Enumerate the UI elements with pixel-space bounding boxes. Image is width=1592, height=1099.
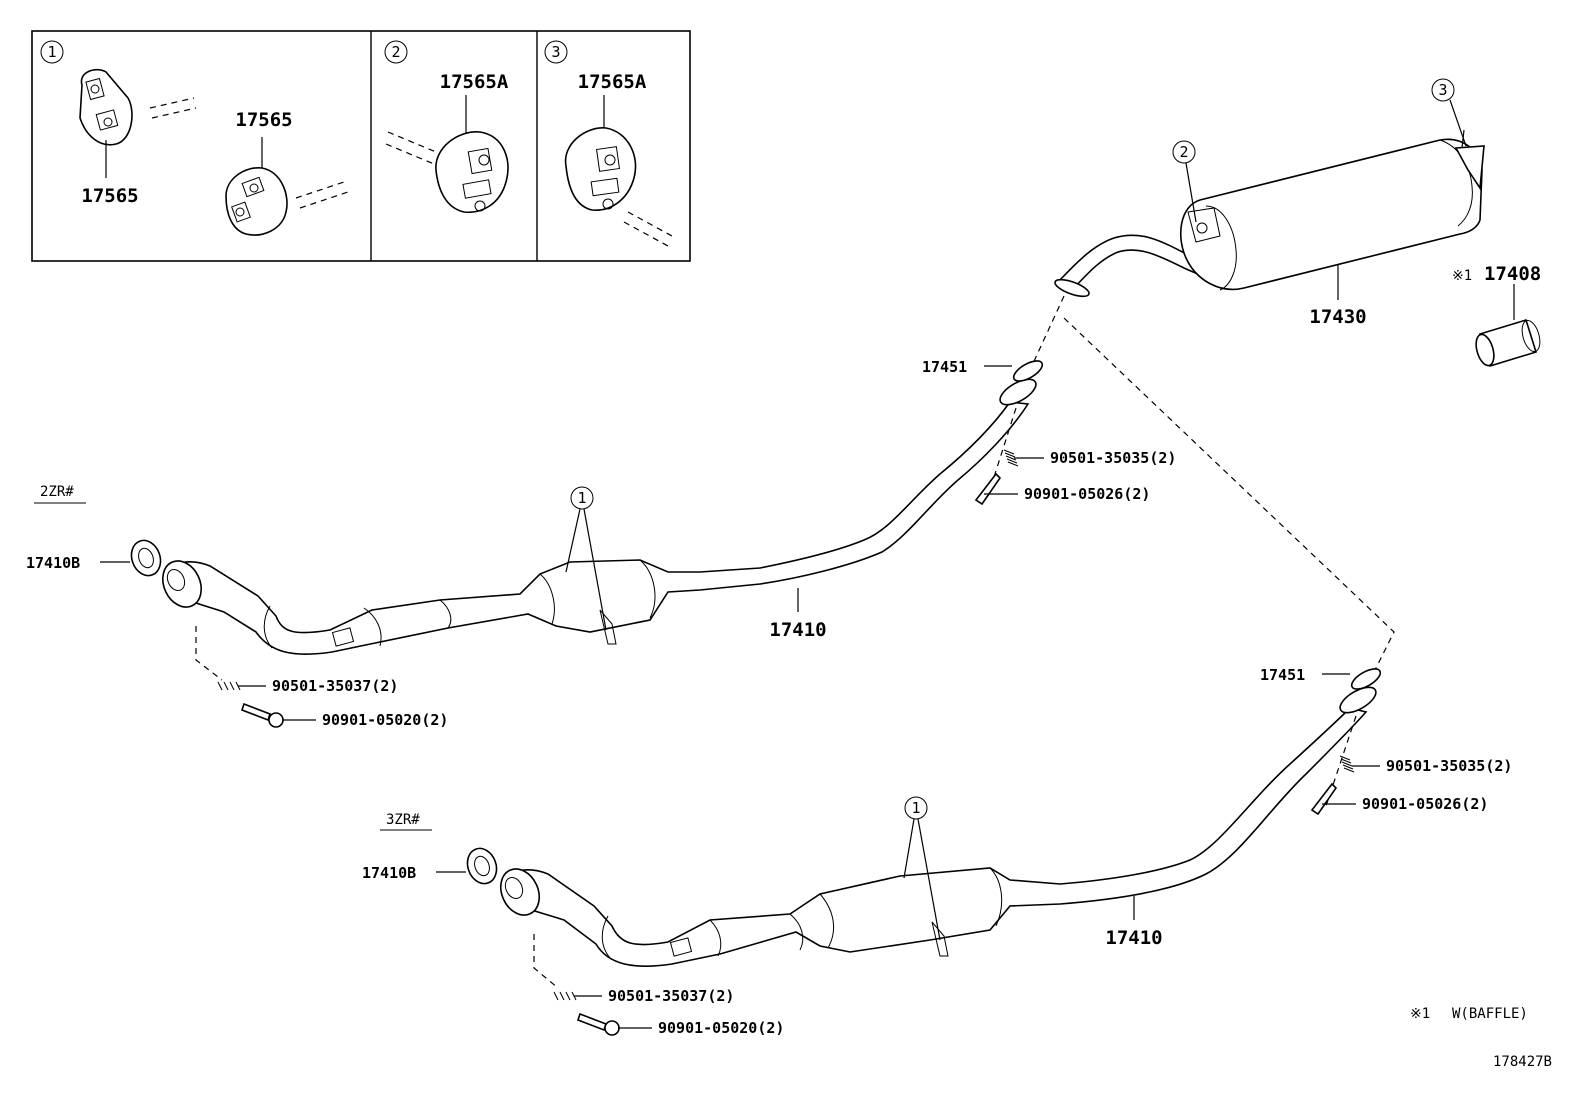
lower-pipe-label: 17410 (1105, 927, 1162, 949)
align-line-upper (1029, 295, 1065, 371)
tail-pipe: ※1 17408 (1452, 263, 1541, 367)
inset-marker-1: 1 (47, 43, 56, 61)
inset-marker-2: 2 (391, 43, 400, 61)
upper-spring-label: 90501-35035(2) (1050, 449, 1176, 467)
inset-2-label: 17565A (440, 71, 509, 93)
inset-box-1: 1 17565 17565 (40, 40, 349, 236)
inset-panel: 1 17565 17565 (31, 30, 691, 262)
inset-1-label-a: 17565 (81, 185, 138, 207)
lower-bolt-front-label: 90901-05020(2) (658, 1019, 784, 1037)
variant-label-lower: 3ZR# (386, 812, 420, 828)
hanger-17565-b-icon (225, 167, 288, 236)
inset-marker-3: 3 (551, 43, 560, 61)
upper-bolt-label: 90901-05026(2) (1024, 485, 1150, 503)
hanger-17565a-rear-icon (564, 127, 637, 211)
lower-spring-front-label: 90501-35037(2) (608, 987, 734, 1005)
inset-box-2: 2 17565A (384, 40, 509, 213)
tail-part-number: 17408 (1484, 263, 1541, 285)
lower-variant: 3ZR# 17410B 1 17410 17451 90501-35035(2) (362, 666, 1512, 1037)
upper-bolt-front-label: 90901-05020(2) (322, 711, 448, 729)
lower-bolt-label: 90901-05026(2) (1362, 795, 1488, 813)
upper-gasket-front-label: 17410B (26, 554, 80, 572)
lower-gasket-rear-label: 17451 (1260, 666, 1305, 684)
diagram-id: 178427B (1493, 1054, 1552, 1070)
hanger-17565-a-icon (79, 68, 133, 146)
upper-pipe-label: 17410 (769, 619, 826, 641)
lower-gasket-front-label: 17410B (362, 864, 416, 882)
muffler-marker-2: 2 (1179, 143, 1188, 161)
upper-marker-1: 1 (577, 489, 586, 507)
inset-1-label-b: 17565 (235, 109, 292, 131)
upper-spring-front-label: 90501-35037(2) (272, 677, 398, 695)
muffler-marker-3: 3 (1438, 81, 1447, 99)
inset-box-3: 3 17565A (544, 40, 673, 247)
lower-spring-label: 90501-35035(2) (1386, 757, 1512, 775)
align-line-lower (1063, 317, 1395, 673)
variant-label-upper: 2ZR# (40, 484, 74, 500)
upper-gasket-rear-label: 17451 (922, 358, 967, 376)
inset-3-label: 17565A (578, 71, 647, 93)
muffler-part-number: 17430 (1309, 306, 1366, 328)
muffler-assembly: 3 2 17430 (1054, 78, 1485, 328)
footnote-text: W(BAFFLE) (1452, 1006, 1528, 1022)
footnote-mark: ※1 (1410, 1006, 1430, 1022)
upper-variant: 2ZR# 17410B 1 17410 17451 90501-35035(2 (26, 358, 1176, 729)
footnote: ※1 W(BAFFLE) (1410, 1006, 1528, 1022)
hanger-17565a-icon (435, 131, 509, 213)
lower-marker-1: 1 (911, 799, 920, 817)
tail-prefix: ※1 (1452, 268, 1472, 284)
